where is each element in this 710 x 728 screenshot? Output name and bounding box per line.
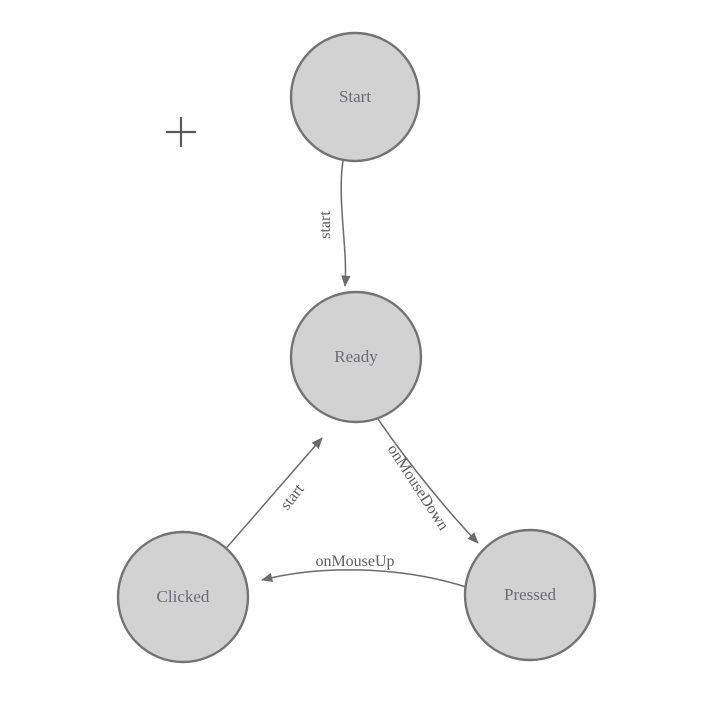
- node-label-clicked: Clicked: [157, 587, 210, 606]
- state-node-pressed[interactable]: Pressed: [463, 528, 597, 662]
- state-node-start[interactable]: Start: [289, 31, 421, 163]
- node-label-ready: Ready: [334, 347, 378, 366]
- plus-marker-icon: [166, 117, 196, 147]
- state-node-clicked[interactable]: Clicked: [116, 530, 250, 664]
- edge-start-to-ready[interactable]: start: [317, 160, 351, 287]
- edge-line-ready-to-pressed: [377, 418, 479, 544]
- edge-pressed-to-clicked[interactable]: onMouseUp: [261, 553, 467, 588]
- edge-label-ready-to-pressed: onMouseDown: [384, 442, 452, 534]
- markers-layer: [166, 117, 196, 147]
- edge-ready-to-pressed[interactable]: onMouseDown: [377, 418, 479, 544]
- node-circle-ready[interactable]: [289, 290, 423, 424]
- node-circle-pressed[interactable]: [463, 528, 597, 662]
- edge-label-start-to-ready: start: [317, 211, 334, 239]
- node-circle-clicked[interactable]: [116, 530, 250, 664]
- edge-line-clicked-to-ready: [221, 437, 323, 554]
- state-node-ready[interactable]: Ready: [289, 290, 423, 424]
- node-label-pressed: Pressed: [504, 585, 556, 604]
- edge-line-pressed-to-clicked: [261, 569, 467, 588]
- node-circle-start[interactable]: [289, 31, 421, 163]
- edge-clicked-to-ready[interactable]: start: [221, 437, 323, 554]
- edge-label-pressed-to-clicked: onMouseUp: [315, 553, 394, 570]
- edge-label-clicked-to-ready: start: [277, 481, 308, 514]
- node-label-start: Start: [339, 87, 371, 106]
- edge-line-start-to-ready: [340, 160, 351, 287]
